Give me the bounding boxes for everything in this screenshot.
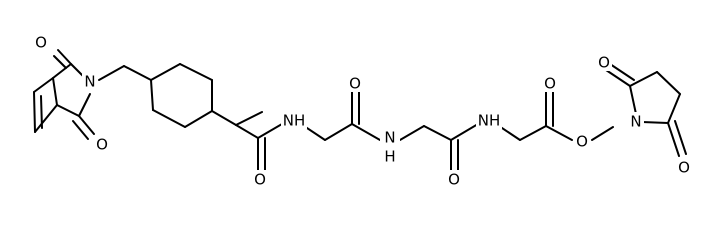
bond bbox=[235, 111, 263, 126]
atom-label-nitrogen: N bbox=[84, 73, 95, 91]
amide-3-group bbox=[450, 123, 547, 171]
label-bg bbox=[33, 33, 49, 51]
bond bbox=[519, 125, 547, 141]
atom-label-oxygen: O bbox=[349, 75, 361, 93]
bond bbox=[629, 85, 637, 115]
atom-label-nitrogen: N bbox=[630, 113, 641, 131]
bond bbox=[674, 120, 687, 155]
bond bbox=[78, 93, 91, 117]
bond bbox=[150, 63, 181, 81]
bond bbox=[78, 115, 95, 135]
atom-label-oxygen: O bbox=[35, 34, 47, 52]
bond bbox=[605, 69, 631, 87]
bond bbox=[656, 71, 681, 95]
amide-2-group bbox=[351, 91, 452, 141]
atom-label-oxygen: O bbox=[598, 54, 610, 72]
label-bg bbox=[82, 72, 98, 90]
bond bbox=[211, 110, 237, 126]
bond bbox=[399, 125, 425, 141]
label-bg bbox=[281, 111, 307, 129]
label-bg bbox=[542, 74, 558, 92]
cyclohexane-group bbox=[98, 63, 237, 128]
bond bbox=[545, 125, 573, 141]
label-bg bbox=[94, 135, 110, 153]
bond bbox=[70, 63, 85, 78]
bond bbox=[235, 124, 259, 139]
bond bbox=[667, 122, 680, 157]
bond bbox=[72, 120, 89, 140]
bond bbox=[179, 63, 213, 81]
bond bbox=[351, 123, 381, 141]
amide-1-group bbox=[235, 111, 353, 171]
atom-label-oxygen: O bbox=[576, 133, 588, 151]
atom-label-nh: NH bbox=[478, 112, 501, 130]
atom-label-oxygen: O bbox=[678, 159, 690, 177]
bond bbox=[303, 125, 326, 141]
atom-label-h: H bbox=[384, 148, 395, 166]
bond bbox=[52, 63, 72, 79]
bond bbox=[667, 93, 681, 124]
bond bbox=[34, 104, 58, 133]
label-bg bbox=[347, 74, 363, 92]
bond bbox=[150, 79, 154, 111]
bond bbox=[629, 71, 658, 87]
atom-label-oxygen: O bbox=[254, 171, 266, 189]
bond bbox=[609, 63, 635, 81]
bond bbox=[123, 65, 152, 81]
label-bg bbox=[252, 170, 268, 188]
bond bbox=[56, 104, 80, 117]
label-bg bbox=[676, 158, 692, 176]
bond bbox=[152, 109, 186, 128]
atom-label-oxygen: O bbox=[96, 136, 108, 154]
bond bbox=[257, 123, 283, 139]
label-bg bbox=[574, 132, 590, 150]
label-bg bbox=[380, 129, 400, 167]
bond bbox=[33, 91, 36, 133]
bond bbox=[33, 77, 54, 93]
maleimide-group bbox=[33, 49, 95, 140]
succinimide-group bbox=[605, 63, 687, 157]
ester-group bbox=[545, 91, 614, 141]
bond bbox=[423, 125, 452, 141]
bond bbox=[450, 123, 479, 141]
label-bg bbox=[476, 111, 502, 129]
atom-label-n: N bbox=[384, 129, 395, 147]
label-bg bbox=[628, 112, 644, 130]
bond bbox=[52, 77, 58, 106]
bond bbox=[98, 65, 125, 81]
chemical-structure: O N O O NH O N H O NH O O N O O bbox=[33, 33, 692, 189]
atom-label-nh: NH bbox=[283, 112, 306, 130]
bond bbox=[591, 126, 614, 141]
bond bbox=[641, 121, 669, 124]
label-bg bbox=[596, 53, 612, 71]
atom-labels: O N O O NH O N H O NH O O N O O bbox=[33, 33, 692, 189]
bond bbox=[184, 110, 213, 128]
label-bg bbox=[446, 170, 462, 188]
atom-label-oxygen: O bbox=[544, 75, 556, 93]
bond bbox=[324, 123, 353, 141]
structure-canvas: O N O O NH O N H O NH O O N O O bbox=[33, 33, 692, 189]
bond bbox=[53, 55, 67, 69]
atom-label-oxygen: O bbox=[448, 171, 460, 189]
bond bbox=[57, 49, 72, 65]
